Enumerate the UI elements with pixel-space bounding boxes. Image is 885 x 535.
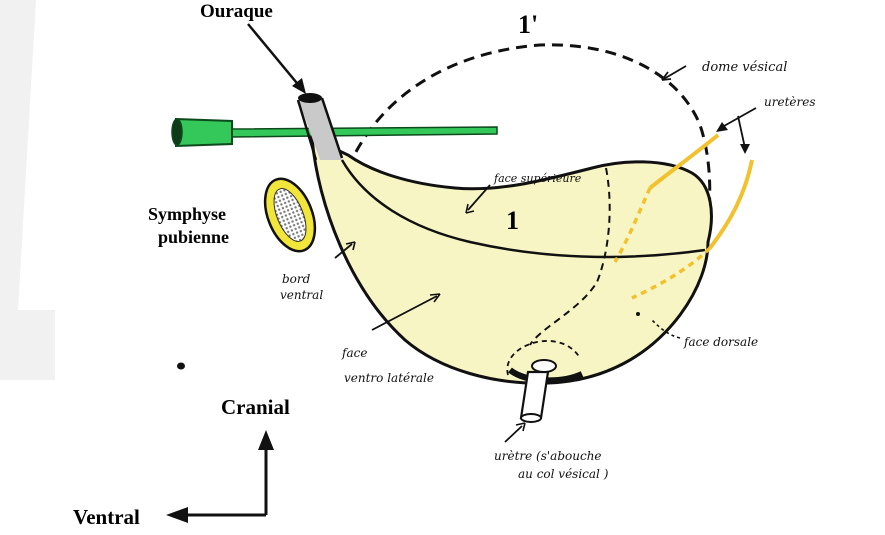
bord-ventral-pointer bbox=[334, 243, 353, 259]
ouraque-arrow bbox=[247, 23, 306, 94]
label-ouraque: Ouraque bbox=[200, 1, 273, 22]
dome-pointer-head bbox=[661, 71, 672, 81]
pubic-symphysis bbox=[263, 177, 317, 253]
annotation-col-vesical: au col vésical ) bbox=[518, 467, 609, 481]
dashed-interior-line bbox=[529, 167, 611, 346]
face-dorsale-dot bbox=[636, 312, 640, 316]
ureters bbox=[613, 133, 754, 300]
scan-artifact bbox=[0, 0, 36, 310]
bladder-dome-dashed bbox=[346, 43, 712, 241]
ventrolaterale-pointer bbox=[371, 295, 438, 331]
bladder-neck-dashed bbox=[506, 340, 581, 376]
uretre-pointer bbox=[504, 425, 523, 443]
urachus bbox=[296, 93, 344, 161]
label-cranial: Cranial bbox=[221, 395, 290, 419]
face-superieure-pointer-head bbox=[465, 203, 475, 214]
inner-contour bbox=[340, 159, 706, 259]
annotation-dome-vesical: dome vésical bbox=[702, 60, 787, 75]
annotation-bord: bord bbox=[282, 272, 311, 286]
bladder-body bbox=[310, 135, 713, 385]
annotation-face-dorsale: face dorsale bbox=[683, 335, 758, 349]
annotation-ventro-laterale: ventro latérale bbox=[344, 371, 434, 385]
ureteres-pointer-head bbox=[716, 122, 728, 132]
urethra bbox=[519, 359, 557, 423]
annotation-ventral: ventral bbox=[280, 288, 323, 302]
label-ventral: Ventral bbox=[73, 505, 140, 529]
face-dorsale-pointer bbox=[651, 319, 681, 339]
dome-pointer bbox=[661, 65, 687, 81]
orientation-axes bbox=[166, 430, 274, 523]
ureteres-pointer-2-head bbox=[740, 144, 750, 154]
annotation-ureteres: uretères bbox=[764, 95, 816, 109]
label-1: 1 bbox=[506, 206, 519, 235]
stray-dot bbox=[177, 362, 185, 370]
annotation-face: face bbox=[341, 346, 367, 360]
label-pubienne: pubienne bbox=[158, 227, 229, 247]
bord-ventral-pointer-head bbox=[345, 241, 356, 251]
ventrolaterale-pointer-head bbox=[429, 293, 441, 303]
catheter bbox=[171, 117, 498, 148]
uretre-pointer-head bbox=[515, 422, 526, 432]
label-1-prime: 1' bbox=[518, 10, 538, 39]
ureteres-pointer bbox=[723, 107, 757, 127]
annotation-face-superieure: face supérieure bbox=[493, 172, 582, 185]
annotation-uretre: urètre (s'abouche bbox=[494, 449, 602, 463]
label-symphyse: Symphyse bbox=[148, 204, 226, 224]
scan-artifact bbox=[0, 310, 55, 380]
ureteres-pointer-2 bbox=[737, 115, 746, 149]
face-superieure-pointer bbox=[467, 184, 491, 211]
